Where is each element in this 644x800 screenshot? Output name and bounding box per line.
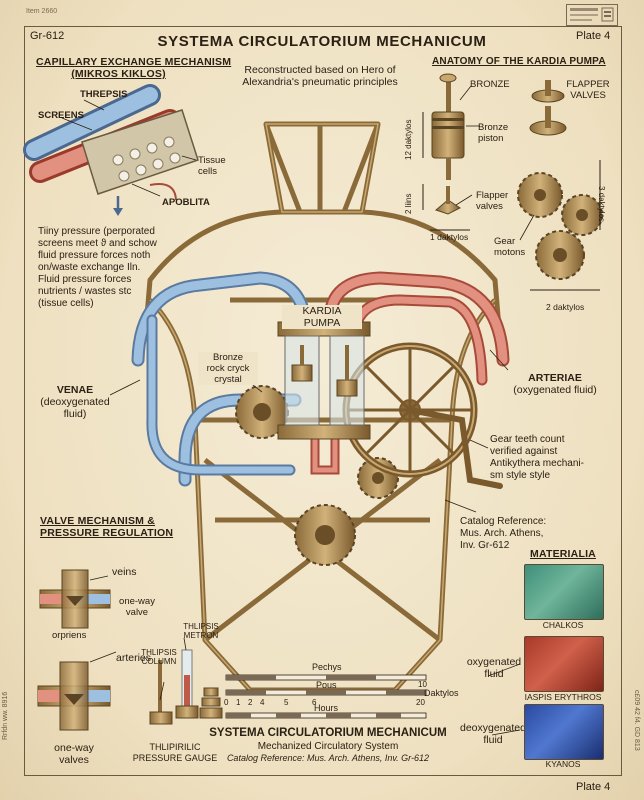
dim-3-daktylos: 3 daktylos: [597, 186, 606, 223]
label-arteriae: ARTERIAE(oxygenated fluid): [513, 372, 597, 396]
leader-lines: [61, 85, 535, 736]
item-number: Item 2660: [26, 8, 58, 15]
scale-tick-20: 20: [416, 698, 425, 707]
plate-border: [24, 26, 622, 776]
label-chalkos: CHALKOS: [542, 620, 584, 630]
valve-drawing: [37, 569, 223, 731]
plate-title: SYSTEMA CIRCULATORIUM MECHANICUM: [157, 33, 487, 50]
scale-tick-6: 6: [312, 698, 317, 707]
archive-stamp-icon: [566, 4, 618, 26]
valve-heading: VALVE MECHANISM &PRESSURE REGULATION: [40, 515, 174, 539]
scale-tick-0: 0: [224, 698, 229, 707]
anatomy-heading: ANATOMY OF THE KARDIA PUMPA: [432, 56, 606, 67]
label-bronze: BRONZE: [470, 79, 510, 90]
footer-catalog: Catalog Reference: Mus. Arch. Athens, In…: [226, 753, 430, 763]
scale-bars: [225, 674, 427, 719]
scale-tick-4: 4: [260, 698, 265, 707]
plate-number-bottom: Plate 4: [576, 781, 611, 793]
plate-number-top: Plate 4: [576, 30, 611, 42]
scale-tick-1: 1: [236, 698, 241, 707]
vein-tubes: [131, 271, 312, 487]
scale-hours: Hours: [314, 703, 339, 713]
label-kyanos: KYANOS: [545, 759, 581, 769]
label-iaspis: IASPIS ERYTHROS: [524, 692, 602, 702]
capillary-heading: CAPILLARY EXCHANGE MECHANISM(MIKROS KIKL…: [36, 56, 232, 80]
scale-tick-2: 2: [248, 698, 253, 707]
anatomy-drawing: [422, 73, 603, 291]
swatch-chalkos: [524, 564, 604, 620]
catalog-note: Catalog Reference:Mus. Arch. Athens,Inv.…: [460, 516, 547, 551]
label-screens: SCREENS: [38, 110, 84, 121]
scale-tick-5: 5: [284, 698, 289, 707]
dim-2-daktylos: 2 daktylos: [546, 302, 585, 312]
plate-code: Gr-612: [30, 30, 65, 42]
scale-ten: 10: [418, 680, 427, 689]
swatch-kyanos: [524, 704, 604, 760]
dim-12-daktylos: 12 daktylos: [404, 119, 413, 160]
label-orpriens: or​priens: [52, 630, 87, 641]
scale-daktylos: Daktylos: [424, 688, 459, 698]
label-arteries: arteries: [116, 652, 152, 664]
scale-pechys: Pechys: [312, 662, 342, 672]
label-threpsis: THREPSIS: [80, 89, 128, 100]
dim-2-liins: 2 liins: [404, 193, 413, 214]
scale-pous: Pous: [316, 680, 337, 690]
dim-1-daktylos: 1 daktylos: [430, 232, 469, 242]
gear-train: [235, 385, 399, 566]
footer-subtitle: Mechanized Circulatory System: [257, 741, 399, 752]
label-veins: veins: [112, 566, 137, 578]
materialia-heading: MATERIALIA: [530, 548, 596, 560]
label-apoblita: APOBLITA: [162, 197, 210, 208]
swatch-iaspis: [524, 636, 604, 692]
capillary-drawing: [23, 84, 199, 216]
artery-tubes: [310, 271, 510, 475]
footer-title: SYSTEMA CIRCULATORIUM MECHANICUM: [209, 727, 447, 739]
